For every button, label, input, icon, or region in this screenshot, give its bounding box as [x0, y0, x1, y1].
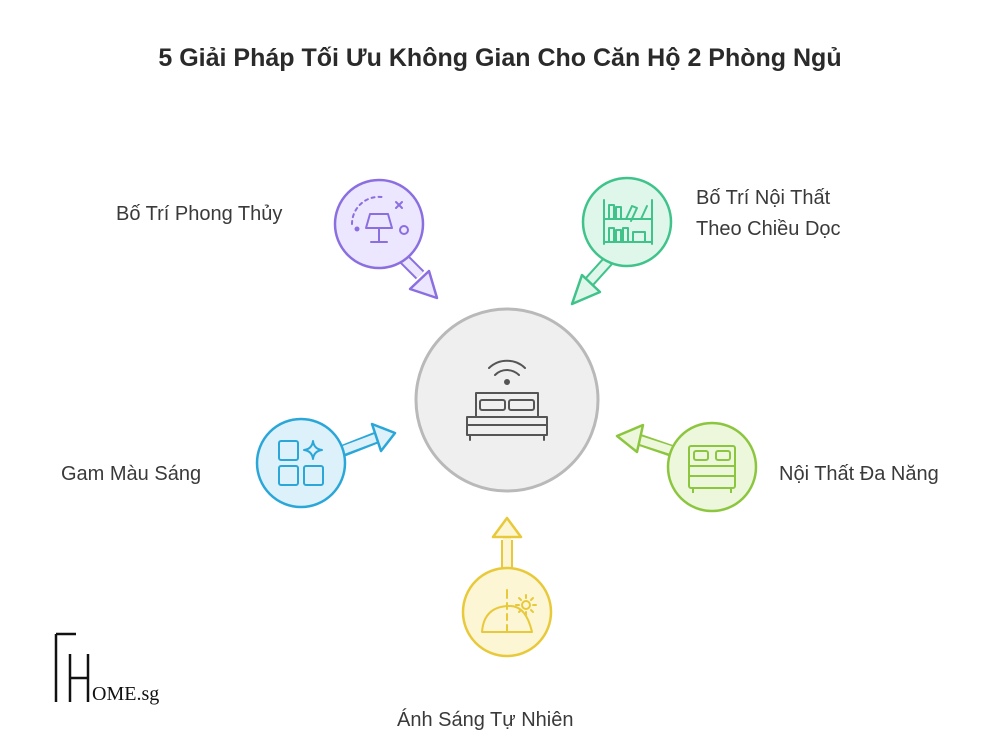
lamp-fengshui-icon: [350, 195, 409, 243]
bed-wifi-icon: [466, 359, 548, 441]
label-noi-that-da-nang: Nội Thất Đa Năng: [779, 463, 939, 485]
center-node: [414, 307, 600, 493]
node-noi-that-da-nang: [615, 421, 758, 513]
bookshelf-icon: [603, 199, 653, 245]
node-chieu-doc: [570, 176, 673, 306]
sunlight-window-icon: [481, 589, 537, 633]
color-palette-grid-icon: [278, 440, 324, 486]
node-phong-thuy: [333, 178, 439, 300]
multifunction-bed-icon: [688, 445, 736, 493]
page-title: 5 Giải Pháp Tối Ưu Không Gian Cho Căn Hộ…: [158, 44, 842, 72]
label-phong-thuy: Bố Trí Phong Thủy: [116, 203, 283, 225]
fhome-logo: OME.sg: [54, 632, 159, 705]
label-chieu-doc-line2: Theo Chiều Dọc: [696, 218, 841, 240]
node-anh-sang-tu-nhien: [461, 516, 553, 658]
label-chieu-doc-line1: Bố Trí Nội Thất: [696, 187, 831, 209]
logo-text: OME.sg: [92, 683, 159, 705]
label-anh-sang-tu-nhien: Ánh Sáng Tự Nhiên: [397, 709, 574, 731]
node-gam-mau-sang: [255, 417, 397, 509]
label-gam-mau-sang: Gam Màu Sáng: [61, 463, 202, 485]
